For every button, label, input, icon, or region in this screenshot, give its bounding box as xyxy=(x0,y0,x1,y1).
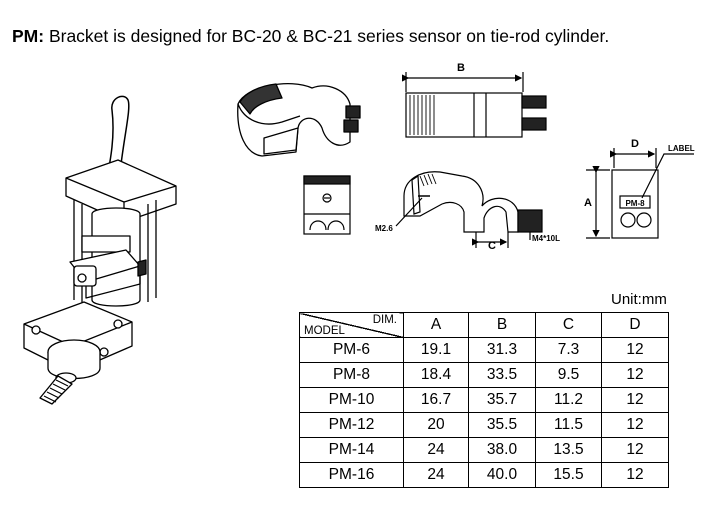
value-cell-a: 24 xyxy=(403,462,469,488)
value-cell-c: 11.5 xyxy=(535,412,602,438)
value-cell-b: 35.5 xyxy=(468,412,536,438)
value-cell-b: 31.3 xyxy=(468,337,536,363)
table-row: PM-6 19.1 31.3 7.3 12 xyxy=(299,337,669,363)
heading-text: Bracket is designed for BC-20 & BC-21 se… xyxy=(44,26,610,46)
value-cell-c: 11.2 xyxy=(535,387,602,413)
table-row: PM-16 24 40.0 15.5 12 xyxy=(299,462,669,488)
dim-b-label: B xyxy=(457,62,465,74)
page-heading: PM: Bracket is designed for BC-20 & BC-2… xyxy=(12,26,712,47)
value-cell-a: 16.7 xyxy=(403,387,469,413)
model-cell: PM-12 xyxy=(299,412,404,438)
screw-m26-label: M2.6 xyxy=(375,224,393,233)
model-cell: PM-10 xyxy=(299,387,404,413)
value-cell-d: 12 xyxy=(601,437,669,463)
model-cell: PM-16 xyxy=(299,462,404,488)
value-cell-d: 12 xyxy=(601,362,669,388)
table-header-row: DIM. MODEL A B C D xyxy=(299,312,669,338)
value-cell-a: 19.1 xyxy=(403,337,469,363)
value-cell-c: 15.5 xyxy=(535,462,602,488)
value-cell-d: 12 xyxy=(601,387,669,413)
bracket-front-view xyxy=(303,175,351,235)
column-header-a: A xyxy=(403,312,469,338)
header-model-label: MODEL xyxy=(304,325,345,337)
model-cell: PM-14 xyxy=(299,437,404,463)
value-cell-d: 12 xyxy=(601,337,669,363)
bracket-profile-view xyxy=(395,171,543,248)
column-header-c: C xyxy=(535,312,602,338)
header-dim-label: DIM. xyxy=(372,314,397,326)
value-cell-c: 9.5 xyxy=(535,362,602,388)
bracket-label-view xyxy=(586,148,694,239)
table-row: PM-8 18.4 33.5 9.5 12 xyxy=(299,362,669,388)
value-cell-d: 12 xyxy=(601,412,669,438)
value-cell-a: 24 xyxy=(403,437,469,463)
value-cell-a: 20 xyxy=(403,412,469,438)
table-row: PM-10 16.7 35.7 11.2 12 xyxy=(299,387,669,413)
value-cell-b: 40.0 xyxy=(468,462,536,488)
dim-d-label: D xyxy=(631,138,639,150)
label-callout: LABEL xyxy=(668,144,695,153)
column-header-d: D xyxy=(601,312,669,338)
label-plate-text: PM-8 xyxy=(625,199,645,208)
value-cell-c: 13.5 xyxy=(535,437,602,463)
cylinder-assembly-drawing xyxy=(23,95,177,405)
bracket-isometric-drawing xyxy=(237,82,361,157)
value-cell-a: 18.4 xyxy=(403,362,469,388)
header-corner-cell: DIM. MODEL xyxy=(299,312,404,338)
value-cell-b: 33.5 xyxy=(468,362,536,388)
unit-label: Unit:mm xyxy=(611,291,667,308)
heading-prefix: PM: xyxy=(12,26,45,46)
table-row: PM-12 20 35.5 11.5 12 xyxy=(299,412,669,438)
table-row: PM-14 24 38.0 13.5 12 xyxy=(299,437,669,463)
model-cell: PM-6 xyxy=(299,337,404,363)
dim-a-label: A xyxy=(584,197,592,209)
value-cell-b: 35.7 xyxy=(468,387,536,413)
dim-c-label: C xyxy=(488,240,496,252)
value-cell-b: 38.0 xyxy=(468,437,536,463)
dimension-table: DIM. MODEL A B C D PM-6 19.1 31.3 7.3 12… xyxy=(299,312,669,488)
value-cell-c: 7.3 xyxy=(535,337,602,363)
column-header-b: B xyxy=(468,312,536,338)
model-cell: PM-8 xyxy=(299,362,404,388)
value-cell-d: 12 xyxy=(601,462,669,488)
sensor-side-view xyxy=(402,72,547,138)
screw-m4-label: M4*10L xyxy=(532,234,560,243)
